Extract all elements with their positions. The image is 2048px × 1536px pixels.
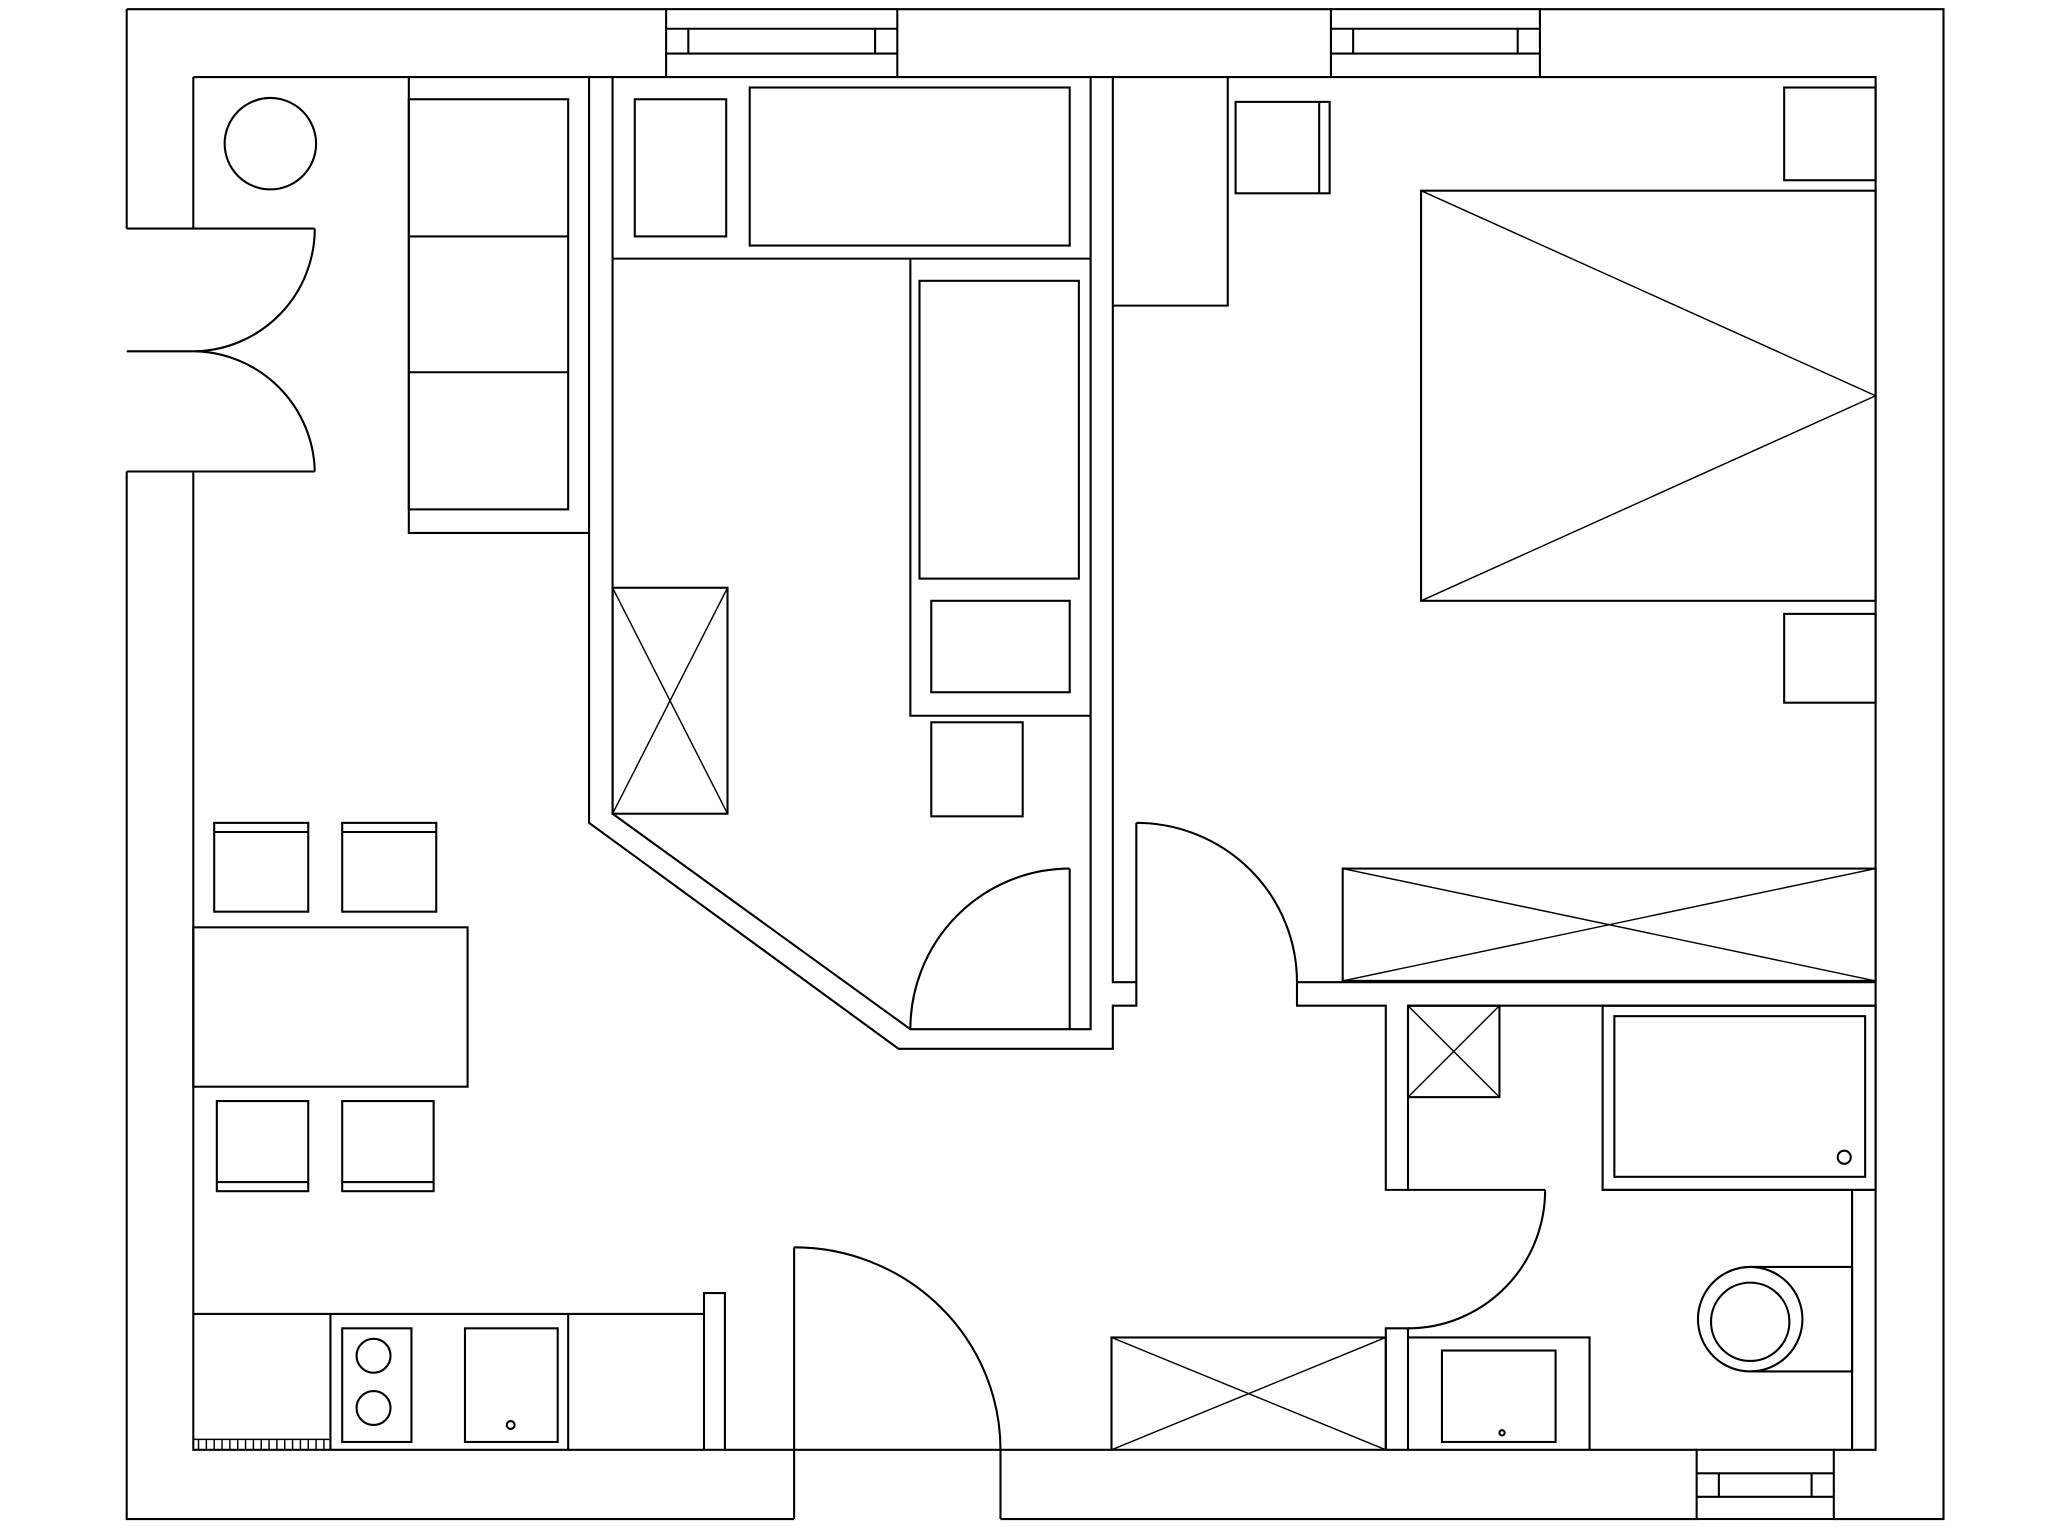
burner xyxy=(355,1337,392,1374)
hall-cabinet xyxy=(1110,1336,1387,1451)
chair xyxy=(930,721,1024,818)
dining-table xyxy=(192,926,469,1088)
desk xyxy=(748,86,1071,247)
nightstand xyxy=(1234,100,1331,195)
kitchen-counter xyxy=(193,1292,726,1451)
bedroom-wardrobe xyxy=(1341,867,1877,982)
bathtub xyxy=(1601,1004,1877,1191)
bathroom-door xyxy=(1407,1189,1547,1330)
window-top-left xyxy=(665,8,899,79)
middle-room-walls xyxy=(588,77,1138,1050)
bed xyxy=(1420,189,1878,602)
window-bottom-right xyxy=(1695,1448,1835,1521)
burner xyxy=(355,1389,392,1427)
entrance-door xyxy=(793,1246,1002,1520)
sofa xyxy=(407,77,590,534)
desk-cabinet xyxy=(633,98,728,238)
kitchen-sink xyxy=(463,1327,559,1444)
plant-pot xyxy=(223,96,318,191)
exterior-walls xyxy=(125,8,1945,1521)
toilet xyxy=(1696,1265,1854,1373)
nightstand xyxy=(1783,612,1877,704)
chair xyxy=(341,1100,435,1193)
nightstand xyxy=(1783,86,1877,182)
dining-set xyxy=(192,821,469,1193)
middle-room-door xyxy=(909,867,1071,1030)
bathroom-walls xyxy=(1295,981,1876,1450)
closet xyxy=(1112,77,1229,307)
stove xyxy=(341,1327,413,1444)
balcony-double-door xyxy=(126,227,316,473)
window-top-right xyxy=(1329,8,1541,79)
chair xyxy=(215,1100,310,1193)
bedroom-door xyxy=(1135,821,1299,983)
wardrobe-middle xyxy=(909,258,1091,717)
chair xyxy=(341,821,438,913)
bathroom-sink xyxy=(1408,1336,1591,1450)
crossed-cabinet xyxy=(611,586,729,815)
ventilation-shaft xyxy=(1406,1004,1501,1099)
chair xyxy=(213,821,310,913)
